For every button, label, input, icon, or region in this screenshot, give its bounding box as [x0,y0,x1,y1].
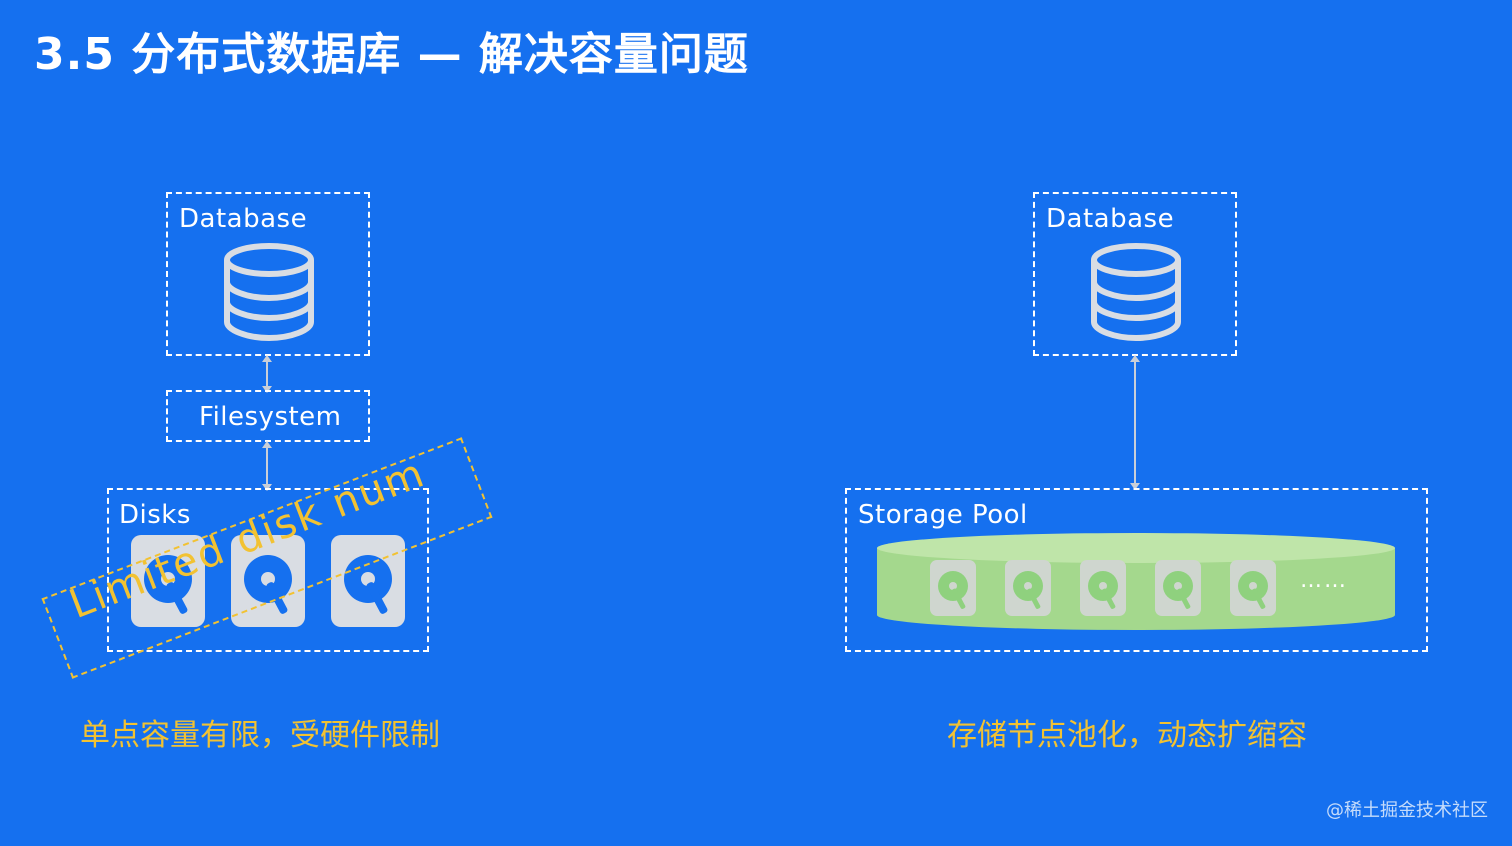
db-filesystem-arrow [262,355,272,393]
disks-box [107,488,429,652]
left-database-label: Database [179,204,308,234]
hard-disk-icon [1080,560,1126,616]
right-caption: 存储节点池化，动态扩缩容 [947,718,1307,753]
page-title: 3.5 分布式数据库 — 解决容量问题 [34,29,749,80]
storage-pool-box [845,488,1428,652]
hard-disk-icon [1005,560,1051,616]
watermark: @稀土掘金技术社区 [1326,800,1488,821]
db-storage-pool-arrow [1130,355,1140,490]
database-icon [224,243,314,342]
hard-disk-icon [231,535,305,627]
disks-label: Disks [119,500,191,530]
database-icon [1091,243,1181,342]
storage-pool-cylinder-top [877,533,1395,563]
hard-disk-icon [1230,560,1276,616]
left-caption: 单点容量有限，受硬件限制 [80,718,440,753]
filesystem-disks-arrow [262,441,272,491]
hard-disk-icon [331,535,405,627]
more-disks-ellipsis: …… [1300,568,1348,593]
filesystem-label: Filesystem [199,402,342,432]
hard-disk-icon [131,535,205,627]
storage-pool-label: Storage Pool [858,500,1028,530]
hard-disk-icon [930,560,976,616]
hard-disk-icon [1155,560,1201,616]
right-database-label: Database [1046,204,1175,234]
